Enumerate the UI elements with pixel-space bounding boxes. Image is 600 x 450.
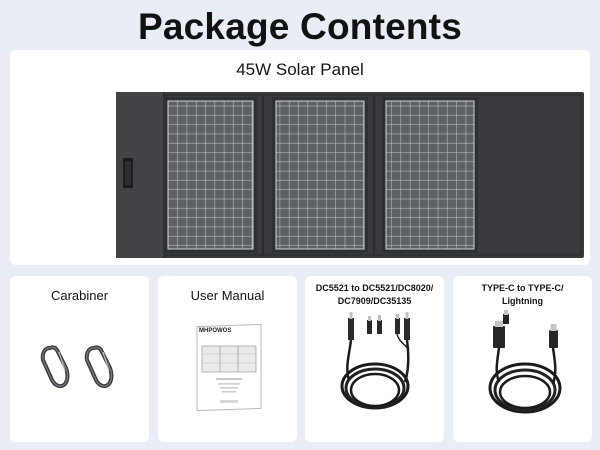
type-c-cable-label-line2: Lightning <box>502 296 543 306</box>
type-c-cable-card: TYPE-C to TYPE-C/ Lightning <box>453 276 592 442</box>
type-c-cable-image <box>488 310 562 414</box>
solar-panel-image <box>116 92 584 258</box>
carabiner-label: Carabiner <box>50 288 109 303</box>
dc-cable-image <box>340 312 410 410</box>
page-title: Package Contents <box>138 6 462 47</box>
carabiner-card: Carabiner <box>10 276 149 442</box>
carabiner-icon <box>40 345 114 389</box>
solar-panel-card: 45W Solar Panel <box>10 50 590 265</box>
user-manual-card: User Manual MHPOWOS <box>158 276 297 442</box>
type-c-cable-label-line1: TYPE-C to TYPE-C/ <box>481 283 564 293</box>
solar-panel-title: 45W Solar Panel <box>236 60 364 79</box>
dc-cable-label-line2: DC7909/DC35135 <box>337 296 412 306</box>
user-manual-label: User Manual <box>190 288 265 303</box>
user-manual-image: MHPOWOS <box>196 323 262 412</box>
manual-brand: MHPOWOS <box>199 328 231 334</box>
dc-cable-card: DC5521 to DC5521/DC8020/ DC7909/DC35135 <box>305 276 444 442</box>
dc-cable-label-line1: DC5521 to DC5521/DC8020/ <box>315 283 434 293</box>
